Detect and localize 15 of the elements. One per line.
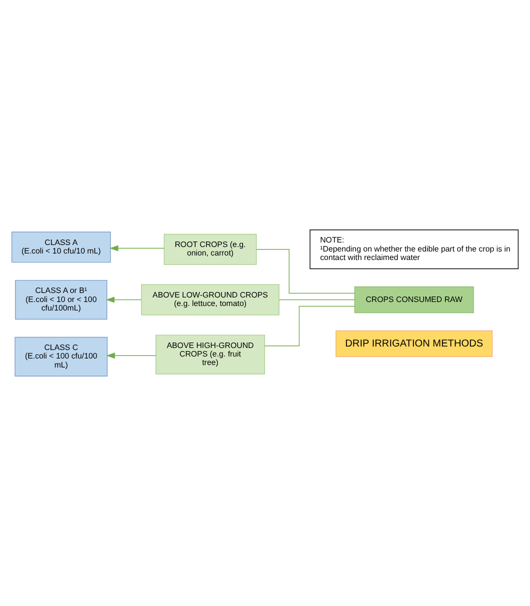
node-box: CLASS C (E.coli < 100 cfu/100 mL) — [14, 336, 108, 376]
connector — [264, 306, 355, 346]
node-box: CLASS A (E.coli < 10 cfu/10 mL) — [11, 232, 111, 263]
connector — [256, 248, 355, 294]
node-box: NOTE: ¹Depending on whether the edible part of the crop is in contact with reclaimed water — [310, 230, 519, 270]
node-box: ROOT CROPS (e.g. onion, carrot) — [164, 234, 257, 265]
node-box: ABOVE HIGH-GROUND CROPS (e.g. fruit tree) — [156, 334, 265, 374]
node-box: DRIP IRRIGATION METHODS — [336, 330, 493, 358]
arrow — [106, 296, 142, 303]
arrow — [110, 245, 164, 252]
node-box: ABOVE LOW-GROUND CROPS (e.g. lettuce, tomato) — [141, 284, 280, 316]
connector — [278, 299, 355, 300]
arrow — [106, 352, 156, 359]
node-box: CLASS A or B¹ (E.coli < 10 or < 100 cfu/100mL) — [15, 280, 108, 320]
node-box: CROPS CONSUMED RAW — [354, 286, 474, 314]
